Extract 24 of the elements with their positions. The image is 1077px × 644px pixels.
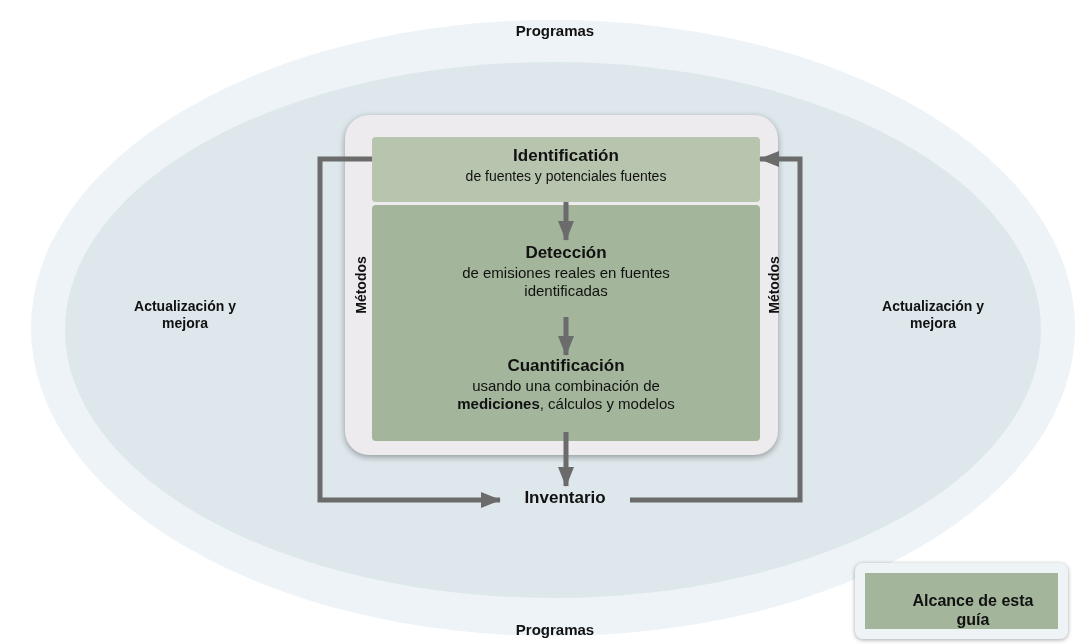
step-title: Cuantificación <box>506 356 626 377</box>
step-description: de fuentes y potenciales fuentes <box>464 168 668 185</box>
ellipse-region <box>31 20 1075 636</box>
side-label: Métodos <box>352 256 370 314</box>
region-label: Actualización y mejora <box>881 298 985 332</box>
step-title: Identificatión <box>512 146 620 167</box>
region-label: Programas <box>514 621 596 639</box>
step-description: de emisiones reales en fuentes identificadas <box>461 264 671 300</box>
methods-panel <box>345 115 778 455</box>
arrow <box>558 202 574 241</box>
arrow <box>630 151 803 503</box>
region-label: Actualización y mejora <box>133 298 237 332</box>
output-label: Inventario <box>523 488 607 509</box>
arrow <box>317 156 501 508</box>
process-box <box>372 137 760 202</box>
scope-box <box>855 563 1068 639</box>
region-label: Programas <box>514 22 596 40</box>
side-label: Métodos <box>765 256 783 314</box>
process-panel <box>372 205 760 441</box>
step-description: usando una combinación de mediciones, cálculos y modelos <box>456 377 676 413</box>
step-title: Detección <box>524 243 608 264</box>
scope-label: Alcance de esta guía <box>911 591 1035 630</box>
arrow <box>558 432 574 487</box>
arrow <box>558 317 574 356</box>
